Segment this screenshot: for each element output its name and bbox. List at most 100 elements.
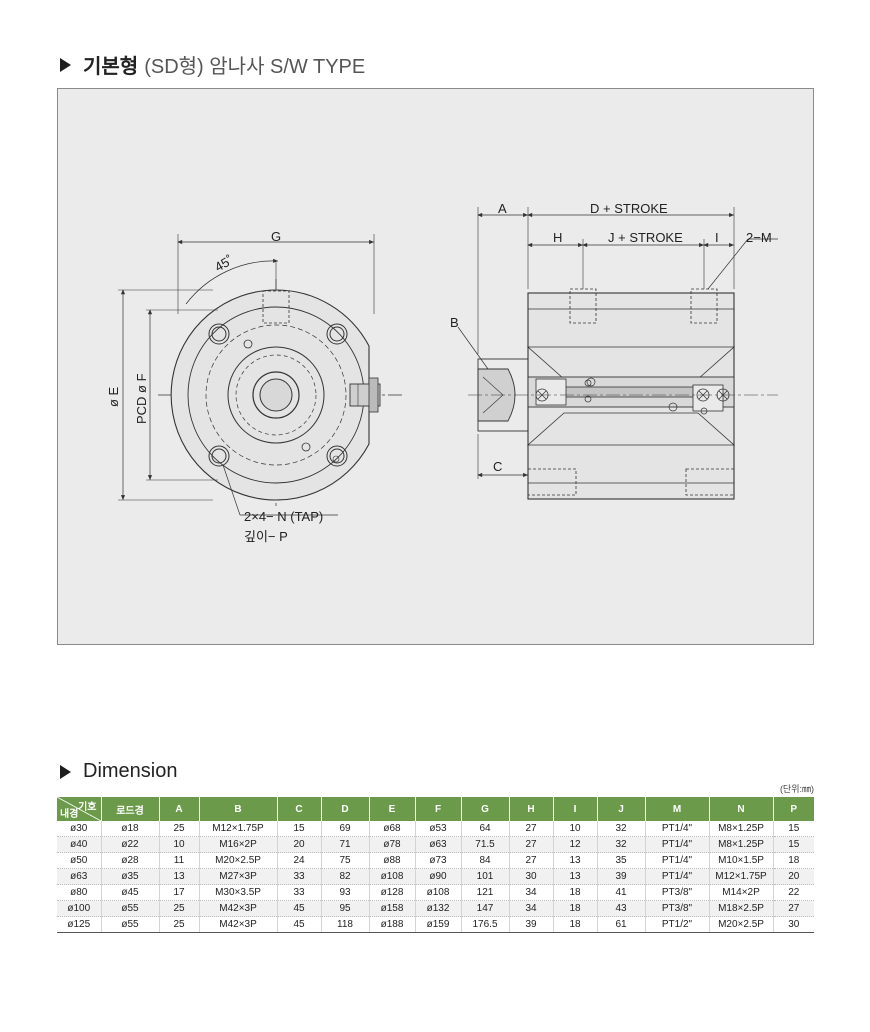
table-cell: 34	[509, 884, 554, 901]
table-cell: ø88	[369, 852, 416, 869]
table-cell: M12×1.75P	[709, 868, 774, 885]
table-cell: ø128	[369, 884, 416, 901]
triangle-bullet-icon	[60, 57, 71, 72]
label-D: D + STROKE	[590, 201, 668, 216]
table-cell: PT1/4"	[645, 868, 710, 885]
table-cell: ø28	[101, 852, 160, 869]
header-cell: D	[321, 797, 370, 821]
table-cell: 101	[461, 868, 510, 885]
table-cell: 10	[159, 836, 200, 853]
table-cell: M10×1.5P	[709, 852, 774, 869]
table-cell: M27×3P	[199, 868, 278, 885]
header-cell: E	[369, 797, 416, 821]
side-view	[457, 207, 778, 500]
table-cell: PT3/8"	[645, 900, 710, 917]
table-cell: PT1/4"	[645, 821, 710, 837]
table-cell: 30	[773, 916, 814, 933]
table-cell: 75	[321, 852, 370, 869]
table-cell: 93	[321, 884, 370, 901]
table-cell: ø35	[101, 868, 160, 885]
table-cell: 34	[509, 900, 554, 917]
label-E: ø E	[106, 386, 121, 407]
table-cell: ø159	[415, 916, 462, 933]
label-M: 2−M	[746, 230, 772, 245]
label-H: H	[553, 230, 562, 245]
label-I: I	[715, 230, 719, 245]
table-cell: 18	[553, 916, 598, 933]
table-cell: 13	[553, 852, 598, 869]
front-view	[118, 234, 403, 516]
table-cell: 41	[597, 884, 646, 901]
label-angle: 45˚	[212, 252, 236, 274]
drawing-svg: G 45˚ ø E PCD ø F 2×4− N (TAP) 깊이− P A D…	[106, 201, 778, 544]
table-cell: M8×1.25P	[709, 821, 774, 837]
header-cell: B	[199, 797, 278, 821]
table-cell: 24	[277, 852, 322, 869]
label-B: B	[450, 315, 459, 330]
table-cell: 20	[773, 868, 814, 885]
table-cell: 69	[321, 821, 370, 837]
table-header-row: 기호 내경 로드경 A B C D E F G H I J M N P	[57, 797, 814, 821]
table-cell: ø188	[369, 916, 416, 933]
table-cell: 61	[597, 916, 646, 933]
unit-label: (단위:㎜)	[779, 784, 814, 794]
table-cell: ø68	[369, 821, 416, 837]
table-cell: ø90	[415, 868, 462, 885]
table-cell: ø50	[57, 852, 102, 869]
table-cell: 13	[159, 868, 200, 885]
table-cell: 45	[277, 900, 322, 917]
title-light: (SD형) 암나사 S/W TYPE	[144, 56, 366, 78]
section-title-basic-type: 기본형 (SD형) 암나사 S/W TYPE	[60, 50, 365, 79]
header-cell: G	[461, 797, 510, 821]
table-cell: ø63	[415, 836, 462, 853]
table-cell: M18×2.5P	[709, 900, 774, 917]
label-C: C	[493, 459, 502, 474]
table-cell: ø55	[101, 916, 160, 933]
table-cell: ø158	[369, 900, 416, 917]
table-cell: 22	[773, 884, 814, 901]
label-J: J + STROKE	[608, 230, 683, 245]
table-cell: 39	[597, 868, 646, 885]
header-cell: J	[597, 797, 646, 821]
table-cell: 33	[277, 868, 322, 885]
table-cell: 35	[597, 852, 646, 869]
table-cell: ø45	[101, 884, 160, 901]
table-cell: ø108	[415, 884, 462, 901]
table-cell: 30	[509, 868, 554, 885]
table-cell: 27	[509, 836, 554, 853]
table-cell: M20×2.5P	[199, 852, 278, 869]
table-cell: 121	[461, 884, 510, 901]
table-cell: ø53	[415, 821, 462, 837]
table-cell: PT1/4"	[645, 852, 710, 869]
table-cell: 147	[461, 900, 510, 917]
table-cell: 43	[597, 900, 646, 917]
table-cell: ø80	[57, 884, 102, 901]
table-cell: 118	[321, 916, 370, 933]
table-cell: 25	[159, 916, 200, 933]
table-cell: 20	[277, 836, 322, 853]
table-cell: 176.5	[461, 916, 510, 933]
table-cell: 15	[277, 821, 322, 837]
table-cell: ø30	[57, 821, 102, 837]
table-cell: 45	[277, 916, 322, 933]
table-cell: M42×3P	[199, 900, 278, 917]
table-cell: 95	[321, 900, 370, 917]
table-cell: M30×3.5P	[199, 884, 278, 901]
table-cell: PT3/8"	[645, 884, 710, 901]
table-cell: 27	[509, 821, 554, 837]
table-cell: ø55	[101, 900, 160, 917]
table-cell: M8×1.25P	[709, 836, 774, 853]
table-cell: 33	[277, 884, 322, 901]
label-A: A	[498, 201, 507, 216]
table-cell: ø125	[57, 916, 102, 933]
table-cell: 17	[159, 884, 200, 901]
label-G: G	[271, 229, 281, 244]
